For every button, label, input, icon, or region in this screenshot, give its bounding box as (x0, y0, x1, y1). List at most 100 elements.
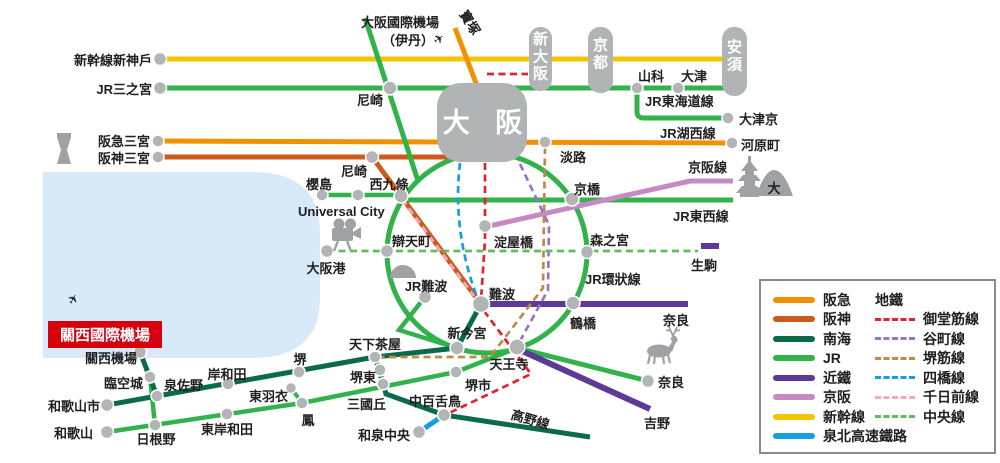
yotsubashi-line-swatch (875, 376, 915, 380)
dot-mikunigaoka (376, 377, 390, 391)
legend-label: 泉北高速鐵路 (823, 428, 907, 445)
dot-nakamozu (436, 407, 452, 423)
line-jr-takarazuka (362, 17, 421, 182)
station-label-jr-sannomiya: JR三之宮 (96, 82, 152, 97)
dot-hankyu-sannomiya (151, 134, 165, 148)
legend-row: 泉北高速鐵路 (773, 427, 907, 447)
osaka-dome-icon (390, 265, 416, 278)
legend-row: 千日前線 (875, 388, 994, 408)
station-label-yamashina: 山科 (638, 69, 664, 84)
label-takarazuka: 寶塚 (457, 8, 484, 38)
station-label-otori: 鳳 (301, 413, 314, 428)
line-keihan (484, 178, 733, 230)
dot-hanshin-sannomiya (151, 150, 165, 164)
station-label-sakaihigashi: 堺東 (350, 370, 376, 385)
dot-shinkobe (152, 51, 168, 67)
legend-label: 堺筋線 (923, 350, 965, 367)
dot-higashi-hagoromo (284, 381, 298, 395)
line-name-labels: JR東海道線 JR湖西線 京阪線 JR東西線 JR環狀線 高野線 (509, 94, 729, 433)
legend-label: 千日前線 (923, 389, 979, 406)
station-label-tennoji: 天王寺 (489, 357, 528, 372)
dot-nara-jr (640, 373, 656, 389)
station-label-hanshin-sannomiya: 阪神三宮 (98, 151, 150, 166)
station-label-ikoma: 生駒 (691, 258, 717, 273)
station-label-otsukyo: 大津京 (739, 112, 778, 127)
hanshin-line-swatch (773, 316, 815, 323)
line-midosuji (479, 163, 487, 301)
line-label-jr-loop: JR環狀線 (585, 272, 642, 287)
line-kintetsu-yoshino (518, 347, 652, 412)
dot-izumi-chuo (411, 424, 427, 440)
station-label-higashi-kishiwada: 東岸和田 (201, 422, 253, 437)
line-jr-loop (384, 150, 590, 356)
legend-label: 新幹線 (823, 408, 865, 425)
kintetsu-line-swatch (773, 374, 815, 381)
dot-jr-sannomiya (152, 80, 168, 96)
shinkansen-line-swatch (773, 413, 815, 420)
station-label-mikunigaoka: 三國丘 (347, 397, 386, 412)
dot-universal-city (351, 188, 365, 202)
dot-tennoji (508, 338, 526, 356)
station-label-kyobashi: 京橋 (574, 182, 601, 197)
legend-label: 谷町線 (923, 330, 965, 347)
line-yotsubashi (456, 162, 479, 298)
dot-bentencho (379, 243, 395, 259)
sakaisuji-line-swatch (875, 356, 915, 360)
legend-row: JR (773, 349, 875, 369)
dot-wakayamashi (99, 397, 115, 413)
station-label-hankyu-sannomiya: 阪急三宮 (98, 134, 150, 149)
line-jr-nara (516, 345, 649, 384)
dot-kyobashi (564, 191, 580, 207)
station-label-shinkobe: 新幹線新神戶 (74, 53, 152, 68)
map-icons: ✈ ✈ (57, 30, 793, 365)
legend-label: 中央線 (923, 408, 965, 425)
station-label-tengachaya: 天下茶屋 (349, 337, 401, 352)
station-label-osakako: 大阪港 (306, 261, 346, 276)
chuo-line-swatch (875, 415, 915, 419)
station-labels: 新幹線新神戶 JR三之宮 阪急三宮 阪神三宮 大阪國際機場 （伊丹） 寶塚 尼崎… (48, 8, 780, 447)
dot-yodoyabashi (477, 218, 493, 234)
line-jr-yamatoji-west (395, 295, 458, 351)
nankai-line-swatch (773, 335, 815, 342)
station-label-higashi-hagoromo: 東羽衣 (249, 389, 288, 404)
keihan-line-swatch (773, 394, 815, 401)
station-label-wakayamashi: 和歌山市 (48, 399, 100, 414)
dot-awaji (538, 135, 552, 149)
station-label-kishiwada: 岸和田 (207, 367, 246, 382)
legend-label: 阪急 (823, 291, 851, 308)
legend-row: 阪急 (773, 290, 875, 310)
dot-tsuruhashi (565, 295, 581, 311)
station-label-nara-jr: 奈良 (657, 375, 684, 390)
label-itami: （伊丹） (382, 33, 434, 48)
station-label-nakamozu: 中百舌鳥 (409, 394, 461, 409)
dot-jr-namba (417, 289, 433, 305)
dot-morinomiya (579, 244, 595, 260)
jr-line-swatch (773, 355, 815, 362)
station-label-otsu: 大津 (681, 69, 707, 84)
kyoto-station-label: 京都 (592, 36, 608, 71)
kansai-airport-box-label: 關西國際機場 (60, 326, 150, 344)
dot-namba (471, 294, 491, 314)
tanimachi-line-swatch (875, 337, 915, 341)
legend-row: 南海 (773, 329, 875, 349)
dot-nishikujo (393, 188, 409, 204)
station-label-kawaramachi: 河原町 (741, 138, 780, 153)
osaka-station-box (437, 83, 527, 162)
line-label-jr-kosei: JR湖西線 (660, 126, 717, 141)
dot-sakai (292, 365, 306, 379)
pagoda-icon (736, 156, 763, 197)
legend-row: 四橋線 (875, 368, 994, 388)
station-label-nishikujo: 西九條 (369, 177, 408, 192)
legend-row: 京阪 (773, 388, 875, 408)
dot-sakaihigashi (373, 363, 387, 377)
legend-label: 四橋線 (923, 369, 965, 386)
station-label-sakaishi: 堺市 (465, 378, 491, 393)
legend-label: 南海 (823, 330, 851, 347)
station-label-hineno: 日根野 (136, 432, 175, 447)
legend-label: JR (823, 350, 841, 367)
dot-shin-imamiya (449, 340, 465, 356)
dot-kawaramachi (725, 136, 739, 150)
deer-icon (646, 326, 681, 365)
legend-label: 御堂筋線 (923, 311, 979, 328)
line-sakaisuji (382, 146, 547, 359)
